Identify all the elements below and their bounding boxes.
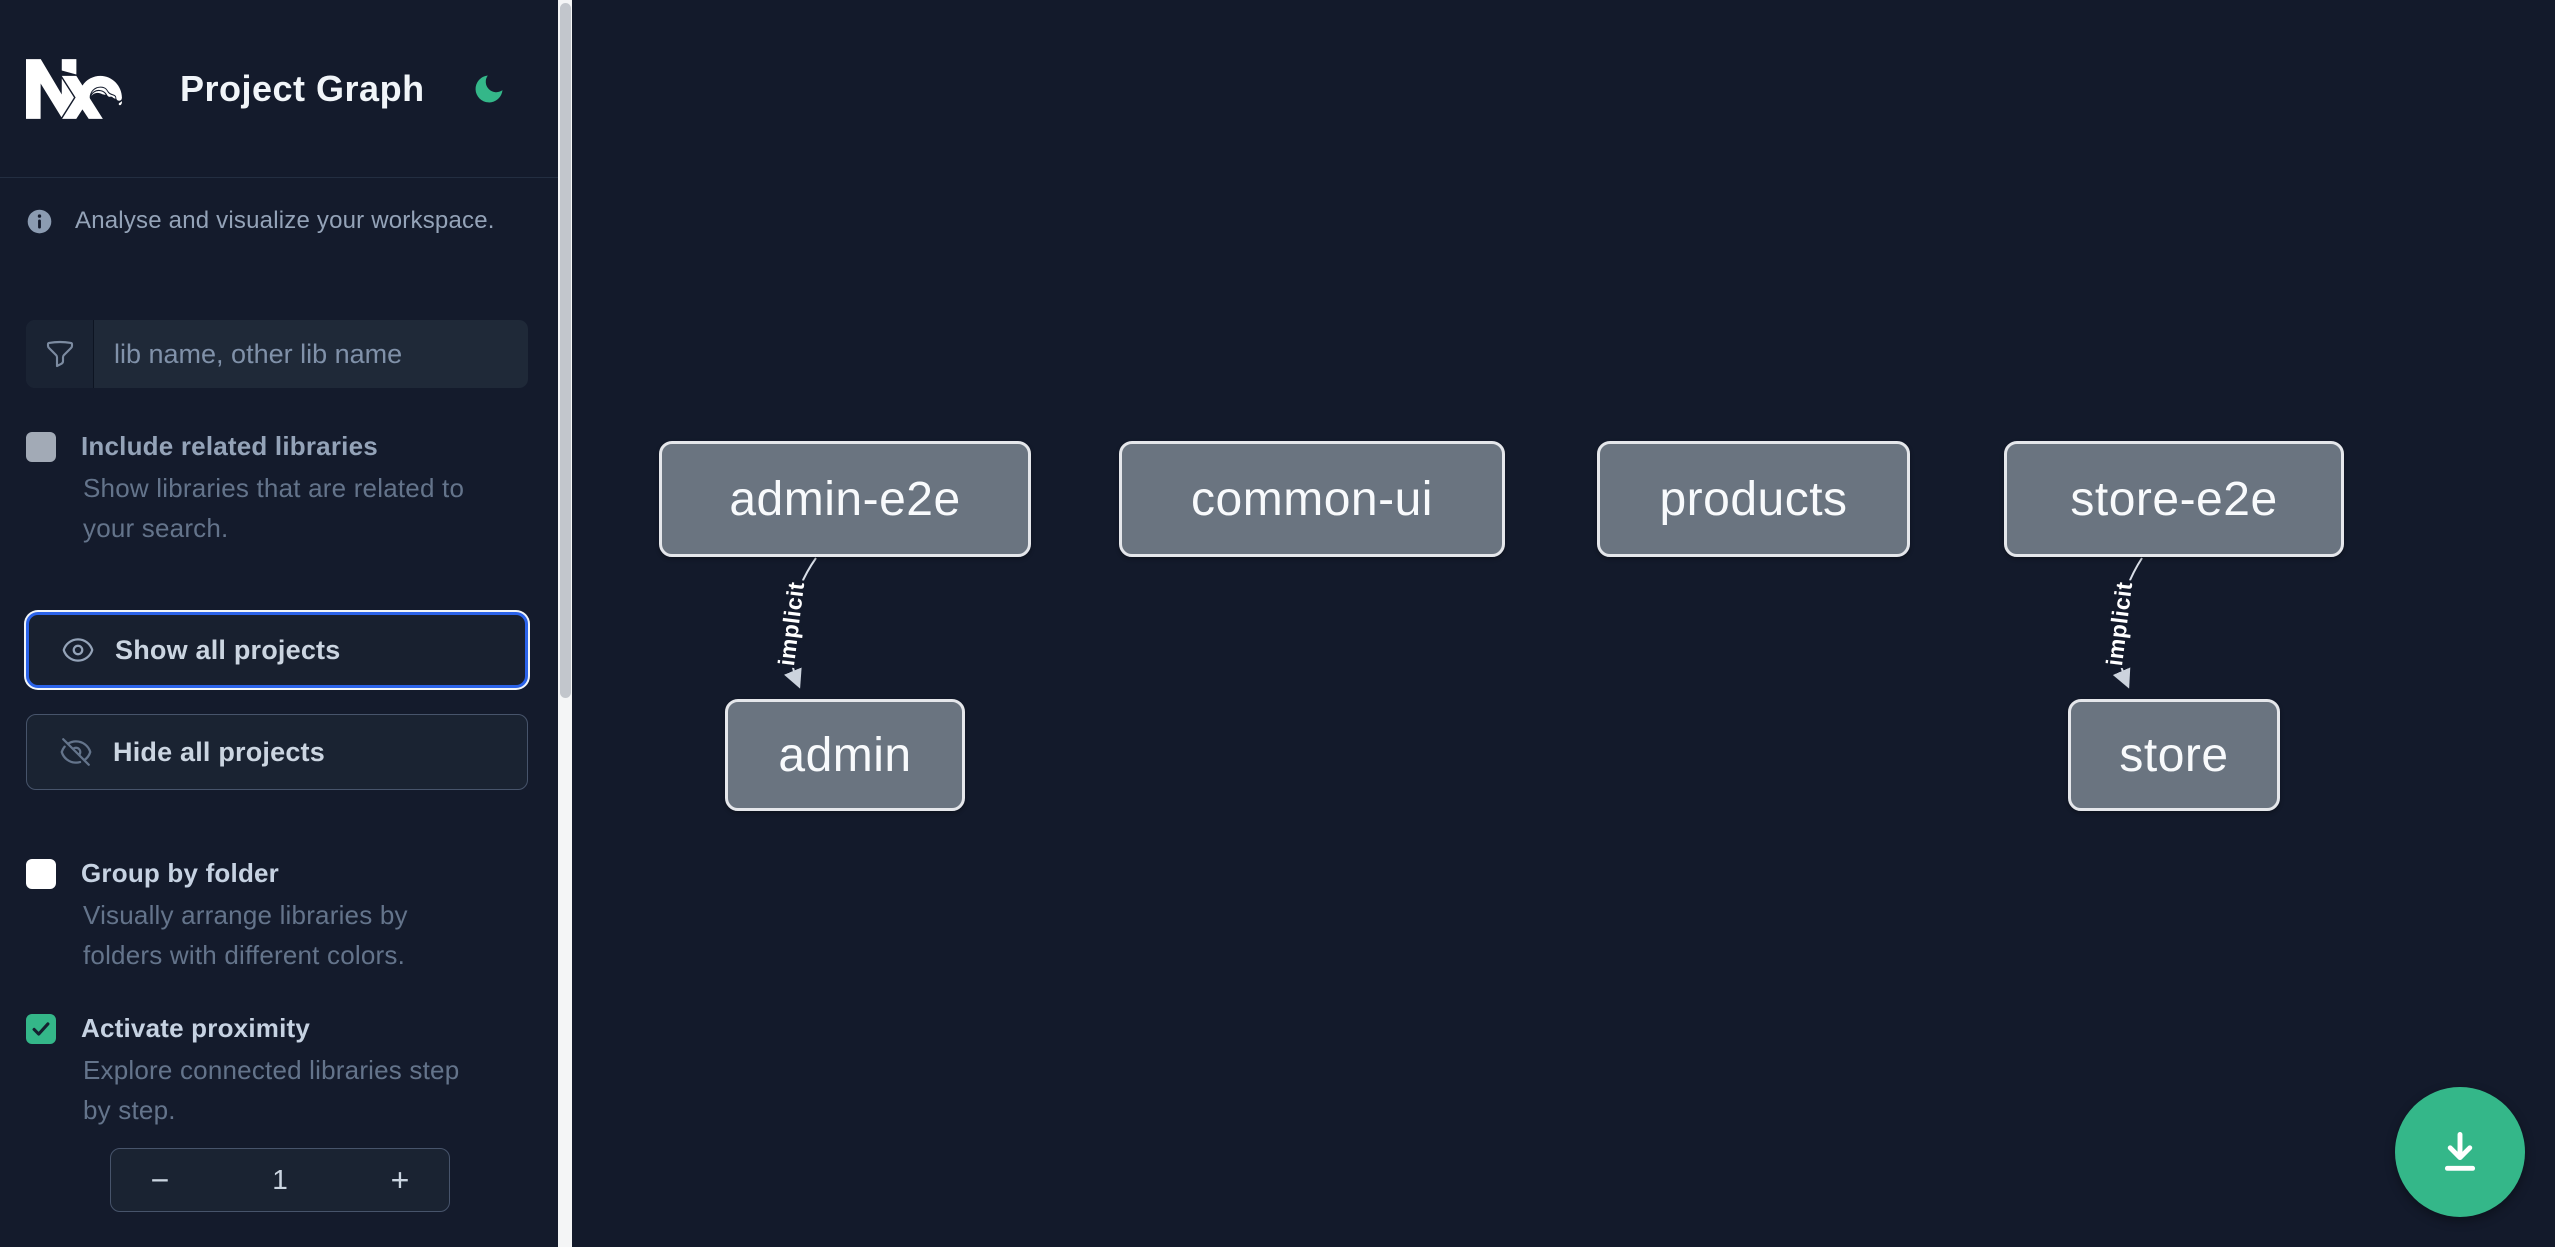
- sidebar-header: Project Graph: [0, 0, 572, 178]
- proximity-increment-button[interactable]: +: [351, 1149, 449, 1211]
- sidebar-scrollbar[interactable]: [558, 0, 572, 1247]
- check-icon: [32, 1021, 50, 1036]
- eye-slash-icon: [60, 738, 92, 766]
- proximity-value: 1: [272, 1164, 288, 1195]
- search-box: [26, 320, 528, 388]
- graph-node-common-ui[interactable]: common-ui: [1119, 441, 1505, 557]
- search-input[interactable]: [94, 320, 528, 388]
- hide-all-projects-button[interactable]: Hide all projects: [26, 714, 528, 790]
- proximity-stepper: − 1 +: [110, 1148, 450, 1212]
- proximity-decrement-button[interactable]: −: [111, 1149, 209, 1211]
- graph-node-admin[interactable]: admin: [725, 699, 965, 811]
- hide-all-projects-label: Hide all projects: [113, 736, 325, 767]
- checkbox-activate-proximity[interactable]: [26, 1013, 56, 1044]
- option-description: Visually arrange libraries by folders wi…: [83, 895, 572, 975]
- node-label: admin: [778, 728, 912, 782]
- page-title: Project Graph: [180, 67, 425, 109]
- description-line: by step.: [83, 1095, 176, 1125]
- moon-icon: [475, 75, 503, 102]
- show-all-projects-button[interactable]: Show all projects: [26, 612, 528, 688]
- edge-label: implicit: [773, 580, 809, 667]
- option-description: Explore connected libraries step by step…: [83, 1050, 572, 1130]
- checkbox-group-by-folder[interactable]: [26, 858, 56, 889]
- graph-canvas[interactable]: implicit implicit admin-e2e common-ui pr…: [572, 0, 2555, 1247]
- edge-store-e2e-store[interactable]: [2112, 557, 2143, 689]
- node-label: store: [2119, 728, 2229, 782]
- sidebar-content: Analyse and visualize your workspace. In…: [0, 206, 572, 1212]
- checkbox-include-related[interactable]: [26, 431, 56, 462]
- edge-label: implicit: [2101, 580, 2137, 667]
- description-line: your search.: [83, 513, 229, 543]
- description-line: folders with different colors.: [83, 940, 405, 970]
- show-all-projects-label: Show all projects: [115, 634, 341, 665]
- workspace-description: Analyse and visualize your workspace.: [75, 207, 495, 234]
- eye-icon: [62, 638, 94, 662]
- option-label: Group by folder: [81, 858, 279, 888]
- sidebar: Project Graph Analyse and visualize your…: [0, 0, 572, 1247]
- node-label: common-ui: [1191, 472, 1433, 526]
- option-activate-proximity: Activate proximity Explore connected lib…: [26, 1013, 572, 1130]
- theme-toggle-button[interactable]: [469, 69, 509, 109]
- option-description: Show libraries that are related to your …: [83, 468, 572, 548]
- edge-admin-e2e-admin[interactable]: [784, 557, 817, 689]
- graph-node-store[interactable]: store: [2068, 699, 2280, 811]
- graph-node-store-e2e[interactable]: store-e2e: [2004, 441, 2344, 557]
- graph-edges: implicit implicit: [770, 557, 2143, 689]
- workspace-intro: Analyse and visualize your workspace.: [26, 206, 572, 236]
- filter-icon: [46, 340, 73, 368]
- info-icon: [27, 209, 52, 233]
- option-label: Activate proximity: [81, 1013, 311, 1043]
- option-label: Include related libraries: [81, 431, 378, 461]
- node-label: products: [1659, 472, 1848, 526]
- download-image-button[interactable]: [2395, 1087, 2525, 1217]
- description-line: Visually arrange libraries by: [83, 900, 408, 930]
- download-icon: [2444, 1132, 2476, 1171]
- description-line: Show libraries that are related to: [83, 473, 465, 503]
- description-line: Explore connected libraries step: [83, 1055, 460, 1085]
- option-include-related: Include related libraries Show libraries…: [26, 431, 572, 548]
- node-label: store-e2e: [2070, 472, 2278, 526]
- node-label: admin-e2e: [729, 472, 961, 526]
- scrollbar-thumb[interactable]: [559, 3, 571, 698]
- filter-icon-cell: [26, 320, 94, 388]
- option-group-by-folder: Group by folder Visually arrange librari…: [26, 858, 572, 975]
- graph-node-admin-e2e[interactable]: admin-e2e: [659, 441, 1031, 557]
- nx-logo: [26, 58, 122, 119]
- graph-node-products[interactable]: products: [1597, 441, 1910, 557]
